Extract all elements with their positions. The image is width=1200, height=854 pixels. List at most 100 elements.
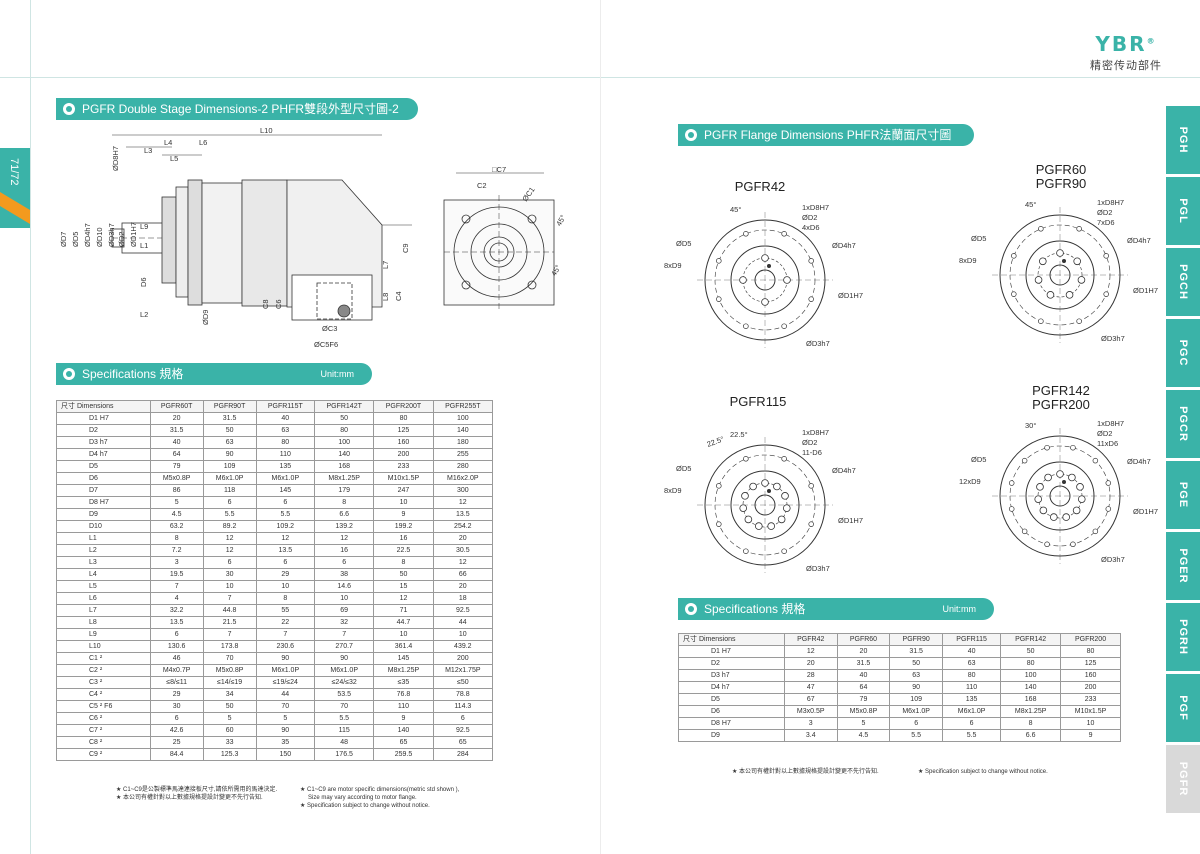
row-label: D9	[678, 729, 785, 742]
dim-d10: ØD10	[95, 227, 104, 247]
bolt-hole	[749, 482, 757, 491]
table-cell: 179	[314, 484, 375, 497]
dim-d7: ØD7	[59, 232, 68, 247]
side-tab-pgh[interactable]: PGH	[1166, 106, 1200, 174]
table-cell: 66	[432, 568, 494, 581]
flange-label-d3: ØD3h7	[1101, 555, 1125, 564]
side-tab-pgrh[interactable]: PGRH	[1166, 603, 1200, 671]
table-cell: 6	[314, 556, 375, 569]
table-cell: 12	[432, 556, 494, 569]
table-cell: 6	[255, 496, 316, 509]
table-cell: 40	[836, 669, 891, 682]
table-cell: 5.5	[889, 729, 943, 742]
flange-label-d6: 11xD6	[1097, 439, 1118, 448]
table-cell: 35	[255, 736, 316, 749]
column-header: PGFR60	[836, 633, 891, 646]
right-notes-cn: ★ 本公司有權針對以上數據規格提設計變更不先行告知.	[732, 768, 879, 776]
flange-label-d6: 7xD6	[1097, 218, 1115, 227]
table-cell: 65	[373, 736, 434, 749]
mount-hole	[716, 483, 722, 489]
table-cell: 139.2	[314, 520, 375, 533]
table-cell: 25	[149, 736, 204, 749]
table-cell: 4.5	[836, 729, 891, 742]
mount-hole	[808, 296, 814, 302]
flange-label-d9: 8xD9	[664, 261, 682, 270]
table-cell: 5.5	[202, 508, 257, 521]
bolt-hole	[777, 515, 786, 524]
table-cell: 254.2	[432, 520, 494, 533]
table-cell: 173.8	[202, 640, 257, 653]
table-cell: 15	[373, 580, 434, 593]
row-label: D1 H7	[56, 412, 151, 425]
table-cell: 4	[149, 592, 204, 605]
table-cell: 63	[255, 424, 316, 437]
table-cell: 31.5	[202, 412, 257, 425]
flange-title: PGFR115	[729, 394, 787, 409]
row-label: C3 ²	[56, 676, 151, 689]
table-cell: 8	[373, 556, 434, 569]
side-tab-pgf[interactable]: PGF	[1166, 674, 1200, 742]
side-tab-label: PGC	[1177, 339, 1189, 367]
table-cell: 92.5	[432, 604, 494, 617]
table-cell: 9	[1060, 729, 1121, 742]
table-cell: 9	[373, 712, 434, 725]
bolt-hole	[767, 522, 775, 530]
flange-label-d4: ØD4h7	[1127, 236, 1151, 245]
table-cell: 270.7	[314, 640, 375, 653]
flange-label-d2: ØD2	[802, 438, 817, 447]
table-cell: 55	[255, 604, 316, 617]
side-tab-pgc[interactable]: PGC	[1166, 319, 1200, 387]
table-cell: M4x0.7P	[149, 664, 204, 677]
table-cell: M8x1.25P	[1000, 705, 1062, 718]
table-cell: 70	[314, 700, 375, 713]
table-cell: 22	[255, 616, 316, 629]
table-cell: 22.5	[373, 544, 434, 557]
table-cell: 6.6	[314, 508, 375, 521]
table-cell: 44	[432, 616, 494, 629]
side-tab-pge[interactable]: PGE	[1166, 461, 1200, 529]
mount-hole	[1021, 528, 1028, 535]
table-cell: 7	[255, 628, 316, 641]
flange-label-d4: ØD4h7	[832, 466, 856, 475]
table-cell: 20	[836, 645, 891, 658]
table-cell: 284	[432, 748, 494, 761]
table-cell: 109	[889, 693, 943, 706]
side-tab-pger[interactable]: PGER	[1166, 532, 1200, 600]
table-cell: 44	[255, 688, 316, 701]
row-label: D6	[678, 705, 785, 718]
bolt-hole	[1073, 257, 1082, 266]
bolt-hole	[1068, 473, 1076, 482]
mount-hole	[808, 483, 814, 489]
table-cell: 100	[432, 412, 494, 425]
bolt-hole	[739, 276, 747, 284]
table-cell: 64	[149, 448, 204, 461]
table-cell: 114.3	[432, 700, 494, 713]
dim-l9: L9	[140, 222, 148, 231]
table-cell: 30	[149, 700, 204, 713]
side-tab-pgcr[interactable]: PGCR	[1166, 390, 1200, 458]
side-tab-pgch[interactable]: PGCH	[1166, 248, 1200, 316]
table-cell: 12	[432, 496, 494, 509]
dim-d8: ØD8H7	[111, 146, 120, 171]
table-cell: 3	[783, 717, 838, 730]
table-cell: 140	[314, 448, 375, 461]
flange-label-d8: 1xD8H7	[802, 428, 829, 437]
table-cell: 13.5	[255, 544, 316, 557]
column-header: PGFR60T	[149, 400, 204, 413]
table-cell: 90	[255, 652, 316, 665]
table-cell: 79	[836, 693, 891, 706]
table-cell: 14.6	[314, 580, 375, 593]
side-tab-pgl[interactable]: PGL	[1166, 177, 1200, 245]
note-line: ★ 本公司有權針對以上數據規格提設計變更不先行告知.	[116, 795, 263, 801]
side-tab-pgfr[interactable]: PGFR	[1166, 745, 1200, 813]
side-tab-label: PGER	[1177, 548, 1189, 584]
